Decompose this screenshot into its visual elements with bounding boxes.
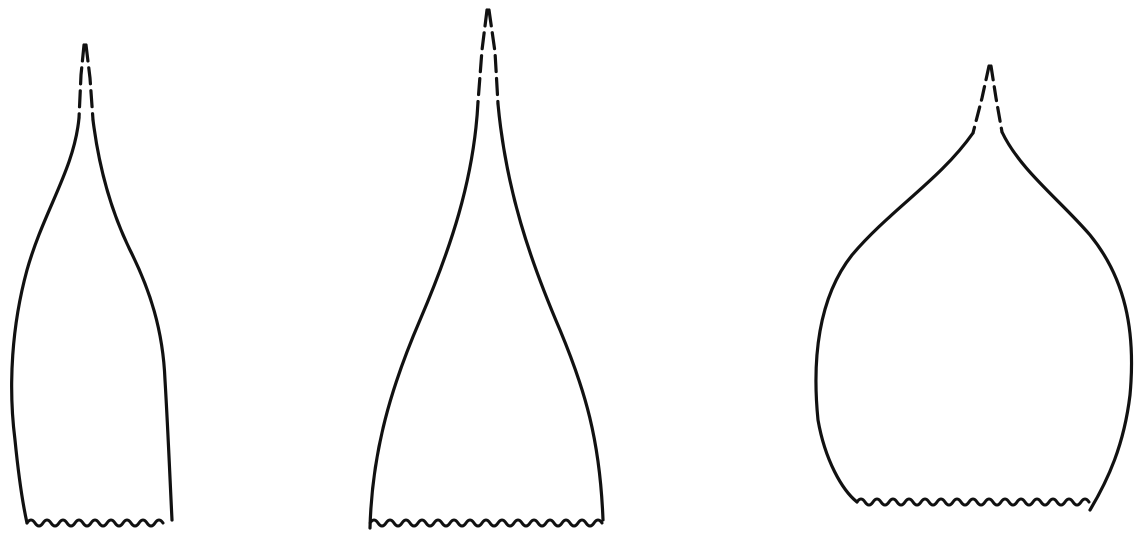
outline-2-right-side bbox=[498, 104, 603, 520]
outline-1-left-side bbox=[12, 118, 79, 523]
narrow-tapered-outline bbox=[12, 45, 172, 526]
outline-2-left-dashed-tip bbox=[478, 10, 487, 102]
bulbous-outline bbox=[816, 66, 1132, 510]
outline-3-left-side bbox=[816, 133, 973, 502]
tall-flared-outline bbox=[370, 10, 603, 528]
outline-3-wavy-base bbox=[857, 499, 1089, 505]
outline-1-left-dashed-tip bbox=[79, 45, 84, 118]
outline-2-right-dashed-tip bbox=[489, 10, 498, 104]
outline-3-left-dashed-tip bbox=[973, 66, 989, 133]
outline-2-left-side bbox=[370, 102, 478, 528]
outline-1-right-side bbox=[93, 120, 172, 520]
outline-3-right-side bbox=[1002, 132, 1132, 510]
outline-3-right-dashed-tip bbox=[991, 66, 1002, 132]
outline-1-right-dashed-tip bbox=[86, 45, 93, 120]
outline-2-wavy-base bbox=[370, 520, 602, 526]
outline-1-wavy-base bbox=[27, 520, 163, 526]
